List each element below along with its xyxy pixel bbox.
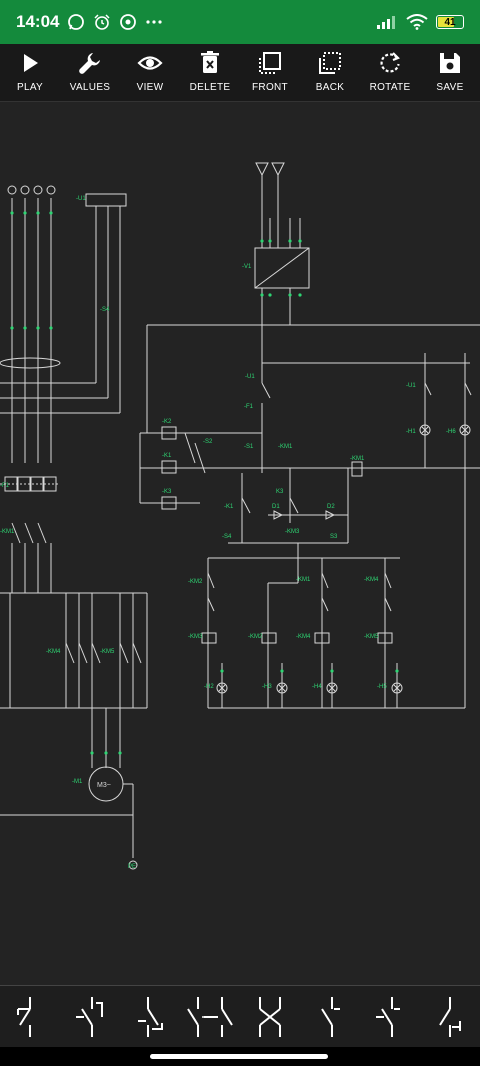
label-s4-left: -S4 [100, 307, 110, 313]
label-h4: -H4 [312, 684, 322, 690]
label-u1-top: -U1 [76, 196, 86, 202]
palette-no-contact-delay[interactable] [64, 989, 116, 1045]
component-palette [0, 985, 480, 1047]
label-v1: -V1 [242, 264, 252, 270]
label-km5-coil: -KM5 [364, 634, 379, 640]
values-button[interactable]: VALUES [61, 50, 119, 93]
label-m1: -M1 [72, 779, 83, 785]
nc-contact-icon [17, 996, 31, 1037]
delete-button[interactable]: DELETE [181, 50, 239, 93]
status-time: 14:04 [16, 12, 60, 31]
label-pe: PE [128, 864, 136, 870]
wifi-icon [406, 14, 428, 30]
label-km4-a: -KM4 [364, 577, 379, 583]
label-k3: -K3 [162, 489, 172, 495]
delete-label: DELETE [189, 82, 231, 93]
label-h1: -H1 [406, 429, 416, 435]
palette-mechanical-link-contact[interactable] [184, 989, 236, 1045]
label-k2: -K2 [162, 419, 172, 425]
label-s2: -S2 [203, 439, 213, 445]
label-h3: -H3 [262, 684, 272, 690]
label-km4: -KM4 [46, 649, 61, 655]
schematic-drawing[interactable]: -U1 -V1 -U1 -F1 -S1 -KM1 -KM1 -K2 -K1 -K… [0, 103, 480, 983]
bring-front-icon [259, 52, 281, 74]
label-km1-a: -KM1 [278, 444, 293, 450]
no-contact-delay-icon [76, 996, 103, 1037]
nc-contact-c-icon [439, 996, 461, 1037]
palette-nc-contact-b[interactable] [304, 989, 356, 1045]
palette-nc-contact[interactable] [4, 989, 56, 1045]
rotate-label: ROTATE [369, 82, 411, 93]
label-km1-coil: -KM1 [350, 456, 365, 462]
label-h6: -H6 [446, 429, 456, 435]
chrome-icon [120, 14, 137, 30]
label-km3-a: -KM3 [285, 529, 300, 535]
values-label: VALUES [69, 82, 111, 93]
toolbar: PLAY VALUES VIEW DELETE FRONT BACK ROTAT… [0, 44, 480, 102]
front-button[interactable]: FRONT [241, 50, 299, 93]
view-label: VIEW [136, 82, 164, 93]
label-h5: -H5 [377, 684, 387, 690]
palette-nc-contact-c[interactable] [424, 989, 476, 1045]
no-contact-b-icon [376, 996, 400, 1037]
nc-contact-b-icon [321, 996, 340, 1037]
palette-nc-contact-delay[interactable] [124, 989, 176, 1045]
trash-icon [201, 51, 219, 73]
front-label: FRONT [252, 82, 288, 93]
mechanical-link-contact-icon [187, 996, 233, 1037]
palette-changeover-contact[interactable] [244, 989, 296, 1045]
changeover-contact-icon [259, 996, 281, 1037]
play-icon [24, 54, 38, 72]
status-bar: 14:04 41 [0, 0, 480, 44]
label-k1: -K1 [162, 453, 172, 459]
schematic-canvas[interactable]: -U1 -V1 -U1 -F1 -S1 -KM1 -KM1 -K2 -K1 -K… [0, 103, 480, 983]
back-button[interactable]: BACK [301, 50, 359, 93]
motor-symbol-text: M3~ [97, 782, 111, 789]
play-button[interactable]: PLAY [1, 50, 59, 93]
label-km3-coil: -KM3 [188, 634, 203, 640]
rotate-icon [380, 52, 400, 73]
nc-contact-delay-icon [138, 996, 163, 1037]
label-u1-r: -U1 [406, 383, 416, 389]
label-km1-left: -KM1 [0, 529, 15, 535]
label-f1: -F1 [0, 483, 10, 489]
label-d2: D2 [327, 504, 335, 510]
label-km2-coil: -KM2 [248, 634, 263, 640]
label-km1-b: -KM1 [296, 577, 311, 583]
send-back-icon [319, 52, 341, 74]
signal-icon [377, 16, 395, 29]
palette-no-contact-b[interactable] [364, 989, 416, 1045]
label-s3: S3 [330, 534, 338, 540]
floppy-icon [440, 53, 460, 73]
back-label: BACK [315, 82, 345, 93]
label-h2: -H2 [204, 684, 214, 690]
wrench-icon [79, 53, 100, 74]
label-km2-a: -KM2 [188, 579, 203, 585]
eye-icon [137, 56, 163, 70]
play-label: PLAY [16, 82, 44, 93]
label-k3-b: K3 [276, 489, 284, 495]
label-d1: D1 [272, 504, 280, 510]
label-km5: -KM5 [100, 649, 115, 655]
save-button[interactable]: SAVE [421, 50, 479, 93]
nav-bar [0, 1047, 480, 1066]
save-label: SAVE [436, 82, 464, 93]
label-km4-coil: -KM4 [296, 634, 311, 640]
label-u1: -U1 [245, 374, 255, 380]
label-s4: -S4 [222, 534, 232, 540]
home-handle[interactable] [150, 1054, 328, 1059]
label-f1-right: -F1 [244, 404, 254, 410]
battery-indicator: 41 [436, 15, 464, 29]
alarm-icon [94, 14, 111, 30]
rotate-button[interactable]: ROTATE [361, 50, 419, 93]
view-button[interactable]: VIEW [121, 50, 179, 93]
label-s1: -S1 [244, 444, 254, 450]
label-k1-b: -K1 [224, 504, 234, 510]
more-icon [146, 20, 163, 24]
battery-level: 41 [444, 16, 456, 28]
whatsapp-icon [68, 14, 85, 30]
